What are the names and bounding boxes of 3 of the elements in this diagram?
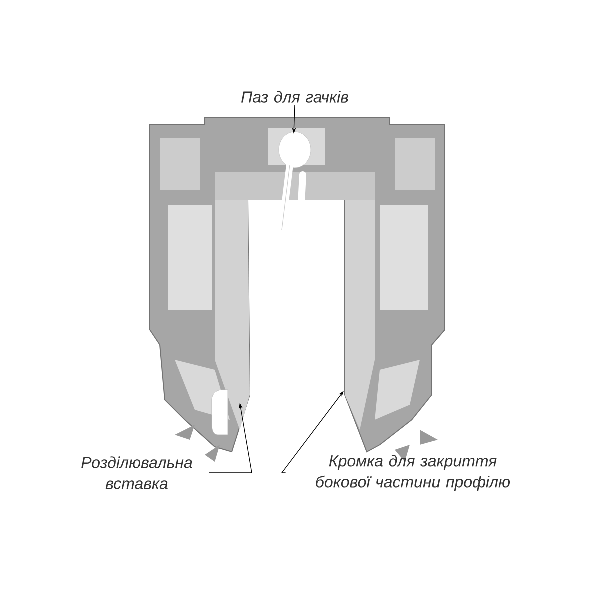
callout-label: Кромка для закриття бокової частини профілю — [316, 455, 510, 491]
callout-label: Розділювальна вставка — [82, 456, 192, 490]
callout-label: Паз для гачків — [242, 91, 348, 103]
